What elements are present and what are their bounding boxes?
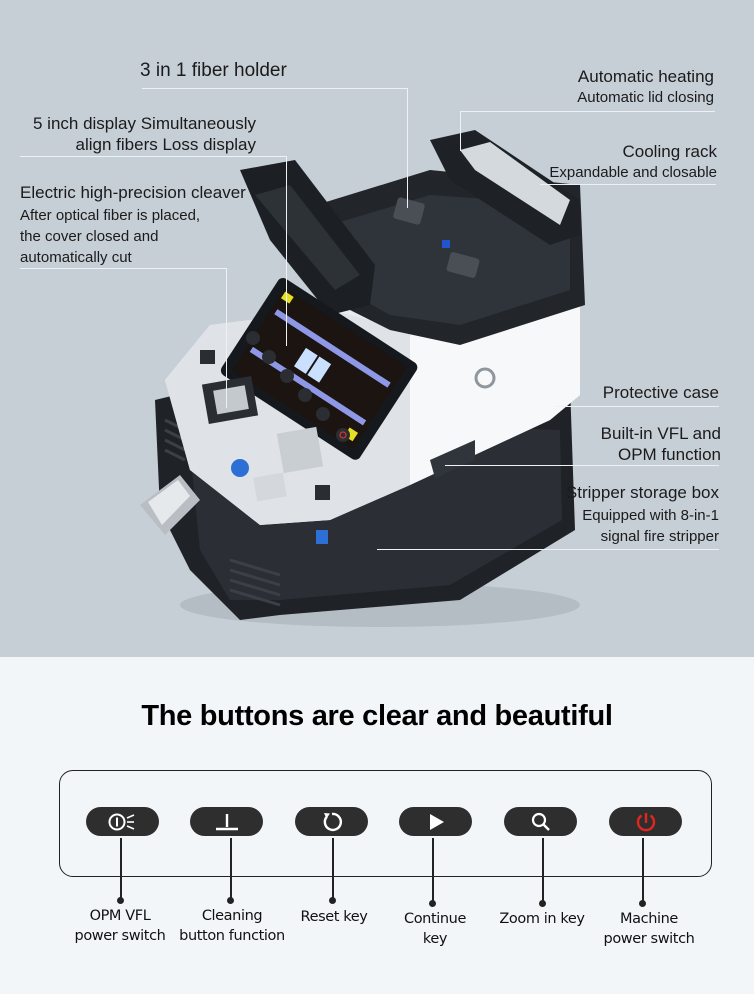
callout-stripper: Stripper storage box Equipped with 8-in-… xyxy=(500,482,719,547)
connector-dot xyxy=(429,900,436,907)
zoom-in-icon xyxy=(531,812,550,831)
power-icon xyxy=(636,812,655,831)
reset-button[interactable] xyxy=(295,807,368,836)
leader-fiber-holder-v xyxy=(407,88,408,208)
caption-line: Reset key xyxy=(300,909,368,925)
leader-vfl xyxy=(445,465,719,466)
caption-line: OPM VFL xyxy=(89,908,151,924)
connector-line xyxy=(230,838,232,900)
caption-line: Cleaning xyxy=(201,908,263,924)
opm-vfl-power-button[interactable] xyxy=(86,807,159,836)
connector-line xyxy=(542,838,544,903)
connector-line xyxy=(332,838,334,900)
caption-line: button function xyxy=(179,928,285,944)
caption-cleaning: Cleaning button function xyxy=(167,906,297,946)
callout-cooling: Cooling rack Expandable and closable xyxy=(500,141,717,183)
connector-dot xyxy=(227,897,234,904)
leader-case xyxy=(556,406,719,407)
caption-line: power switch xyxy=(603,931,695,947)
callout-case-title: Protective case xyxy=(602,383,719,402)
callout-heating-subtitle: Automatic lid closing xyxy=(577,89,714,106)
callout-cleaver-title: Electric high-precision cleaver xyxy=(20,183,246,202)
caption-line: power switch xyxy=(74,928,166,944)
callout-vfl: Built-in VFL and OPM function xyxy=(540,423,721,465)
product-hero: 3 in 1 fiber holder 5 inch display Simul… xyxy=(0,0,754,657)
callout-display: 5 inch display Simultaneously align fibe… xyxy=(20,113,256,155)
play-icon xyxy=(429,813,444,830)
callout-heating-title: Automatic heating xyxy=(577,67,714,86)
caption-machine-power: Machine power switch xyxy=(584,909,714,949)
callout-vfl-line1: Built-in VFL and xyxy=(600,424,721,443)
buttons-panel xyxy=(59,770,712,877)
fusion-splicer-image xyxy=(140,130,585,627)
connector-line xyxy=(432,838,434,903)
cleaning-button[interactable] xyxy=(190,807,263,836)
caption-reset: Reset key xyxy=(269,907,399,927)
leader-display-v xyxy=(286,156,287,346)
zoom-in-button[interactable] xyxy=(504,807,577,836)
callout-heating: Automatic heating Automatic lid closing xyxy=(500,66,714,108)
connector-line xyxy=(120,838,122,900)
caption-zoom-in: Zoom in key xyxy=(477,909,607,929)
caption-continue: Continue key xyxy=(370,909,500,949)
callout-cleaver-line: the cover closed and xyxy=(20,228,159,245)
cleaning-icon xyxy=(215,813,238,830)
callout-case: Protective case xyxy=(540,382,719,403)
callout-fiber-holder: 3 in 1 fiber holder xyxy=(140,60,287,82)
connector-dot xyxy=(329,897,336,904)
callout-cleaver: Electric high-precision cleaver After op… xyxy=(20,182,246,268)
caption-line: key xyxy=(422,931,448,947)
callout-cleaver-line: After optical fiber is placed, xyxy=(20,207,201,224)
leader-heating-v xyxy=(460,111,461,151)
opm-vfl-power-icon xyxy=(108,813,134,830)
callout-stripper-line: signal fire stripper xyxy=(600,528,719,545)
callout-display-line2: align fibers Loss display xyxy=(75,135,256,154)
leader-cleaver xyxy=(20,268,227,269)
callout-display-line1: 5 inch display Simultaneously xyxy=(32,114,256,133)
caption-line: Continue xyxy=(403,911,466,927)
callout-cooling-title: Cooling rack xyxy=(622,142,718,161)
caption-opm-vfl: OPM VFL power switch xyxy=(55,906,185,946)
callout-cleaver-line: automatically cut xyxy=(20,249,132,266)
connector-line xyxy=(642,838,644,903)
leader-stripper xyxy=(377,549,719,550)
caption-line: Machine xyxy=(620,911,678,927)
caption-line: Zoom in key xyxy=(499,911,585,927)
callout-vfl-line2: OPM function xyxy=(618,445,721,464)
leader-fiber-holder xyxy=(142,88,408,89)
continue-button[interactable] xyxy=(399,807,472,836)
connector-dot xyxy=(117,897,124,904)
callout-stripper-title: Stripper storage box xyxy=(565,483,719,502)
leader-cleaver-v xyxy=(226,268,227,408)
callout-stripper-line: Equipped with 8-in-1 xyxy=(582,507,719,524)
machine-power-button[interactable] xyxy=(609,807,682,836)
section-title: The buttons are clear and beautiful xyxy=(141,700,613,732)
connector-dot xyxy=(539,900,546,907)
reset-icon xyxy=(323,812,342,831)
leader-display xyxy=(20,156,287,157)
callout-fiber-holder-title: 3 in 1 fiber holder xyxy=(140,60,287,81)
leader-heating xyxy=(460,111,715,112)
leader-cooling xyxy=(540,184,716,185)
connector-dot xyxy=(639,900,646,907)
callout-cooling-subtitle: Expandable and closable xyxy=(549,164,717,181)
